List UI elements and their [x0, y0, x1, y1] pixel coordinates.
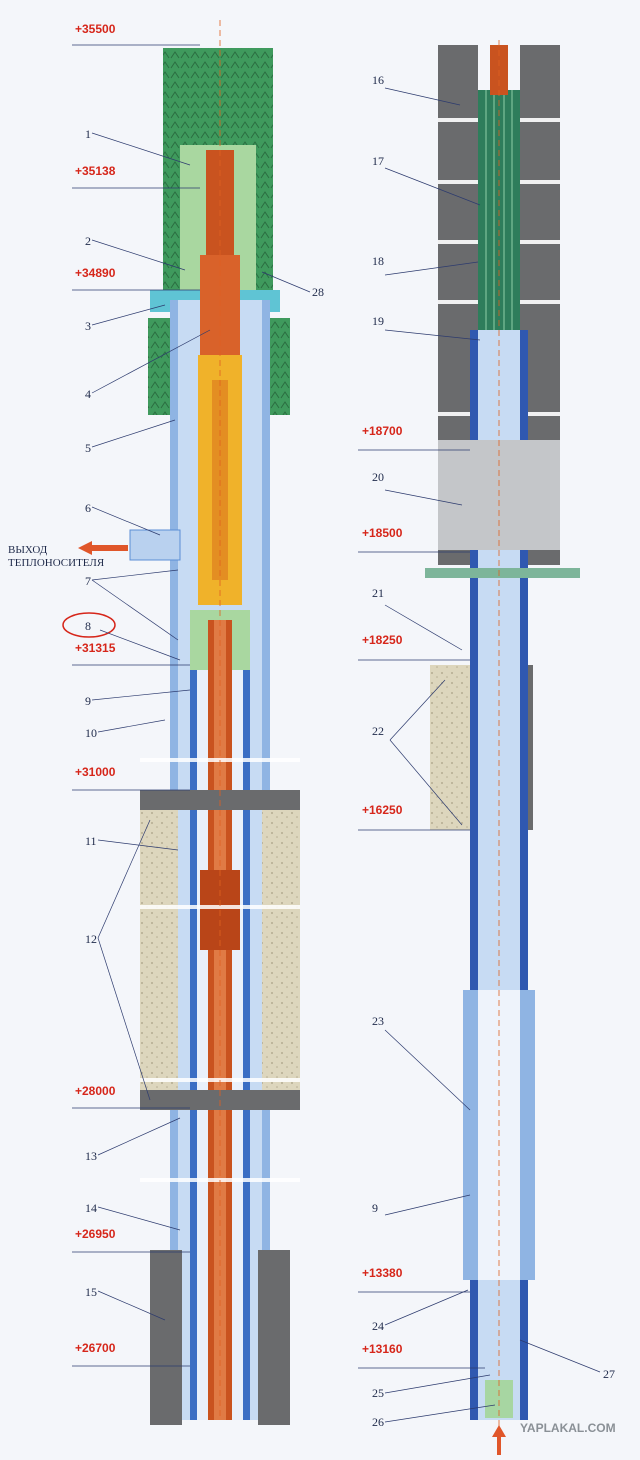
callout-4: 4	[85, 387, 91, 401]
elev-13160: +13160	[362, 1342, 403, 1356]
callout-18: 18	[372, 254, 384, 268]
outlet-label-line2: ТЕПЛОНОСИТЕЛЯ	[8, 557, 105, 569]
callout-17: 17	[372, 154, 384, 168]
callout-21: 21	[372, 586, 384, 600]
right-elevation-labels: +18700 +18500 +18250 +16250 +13380 +1316…	[358, 424, 485, 1369]
callout-23: 23	[372, 1014, 384, 1028]
callout-8-highlight	[62, 612, 116, 638]
callout-2: 2	[85, 234, 91, 248]
callout-9: 9	[85, 694, 91, 708]
elev-28000: +28000	[75, 1084, 116, 1098]
elev-18500: +18500	[362, 526, 403, 540]
elev-35500: +35500	[75, 22, 116, 36]
callout-10: 10	[85, 726, 97, 740]
callout-11: 11	[85, 834, 97, 848]
watermark: YAPLAKAL.COM	[520, 1421, 616, 1435]
elev-16250: +16250	[362, 803, 403, 817]
sand-block-r-right	[528, 665, 533, 830]
callout-28: 28	[312, 285, 324, 299]
left-elevation-labels: +35500 +35138 +34890 +31315 +31000 +2800…	[72, 22, 200, 1367]
callout-9-right: 9	[372, 1201, 378, 1215]
elev-18250: +18250	[362, 633, 403, 647]
coolant-outlet-pipe	[129, 529, 181, 561]
bottom-gray-block-right	[258, 1250, 290, 1425]
callout-20: 20	[372, 470, 384, 484]
coolant-outlet-label: ВЫХОД ТЕПЛОНОСИТЕЛЯ	[8, 541, 128, 569]
callout-26: 26	[372, 1415, 384, 1429]
left-callout-numbers: 1 2 3 4 5 6 7 8 9 10 11 12 13 14 15 28	[62, 127, 324, 1321]
elev-13380: +13380	[362, 1266, 403, 1280]
callout-19: 19	[372, 314, 384, 328]
outlet-label-line1: ВЫХОД	[8, 544, 48, 556]
callout-5: 5	[85, 441, 91, 455]
sand-blocks-left	[140, 810, 178, 1090]
callout-27: 27	[603, 1367, 615, 1381]
right-assembly	[425, 40, 580, 1455]
elev-18700: +18700	[362, 424, 403, 438]
callout-6: 6	[85, 501, 91, 515]
elev-34890: +34890	[75, 266, 116, 280]
outlet-arrow-icon	[78, 541, 128, 555]
callout-3: 3	[85, 319, 91, 333]
callout-16: 16	[372, 73, 384, 87]
callout-1: 1	[85, 127, 91, 141]
bottom-gray-block-left	[150, 1250, 182, 1425]
right-callout-numbers: 16 17 18 19 20 21 22 23 9 24 25 26 27	[372, 73, 615, 1429]
callout-22: 22	[372, 724, 384, 738]
callout-24: 24	[372, 1319, 384, 1333]
elev-26950: +26950	[75, 1227, 116, 1241]
callout-14: 14	[85, 1201, 97, 1215]
elev-35138: +35138	[75, 164, 116, 178]
inlet-arrow-icon	[492, 1425, 506, 1455]
left-assembly	[129, 20, 300, 1425]
callout-8: 8	[85, 619, 91, 633]
elev-26700: +26700	[75, 1341, 116, 1355]
callout-15: 15	[85, 1285, 97, 1299]
elev-31315: +31315	[75, 641, 116, 655]
sand-block-r-left	[430, 665, 470, 830]
callout-12: 12	[85, 932, 97, 946]
callout-25: 25	[372, 1386, 384, 1400]
callout-13: 13	[85, 1149, 97, 1163]
callout-7: 7	[85, 574, 91, 588]
elev-31000: +31000	[75, 765, 116, 779]
sand-blocks-right	[262, 810, 300, 1090]
